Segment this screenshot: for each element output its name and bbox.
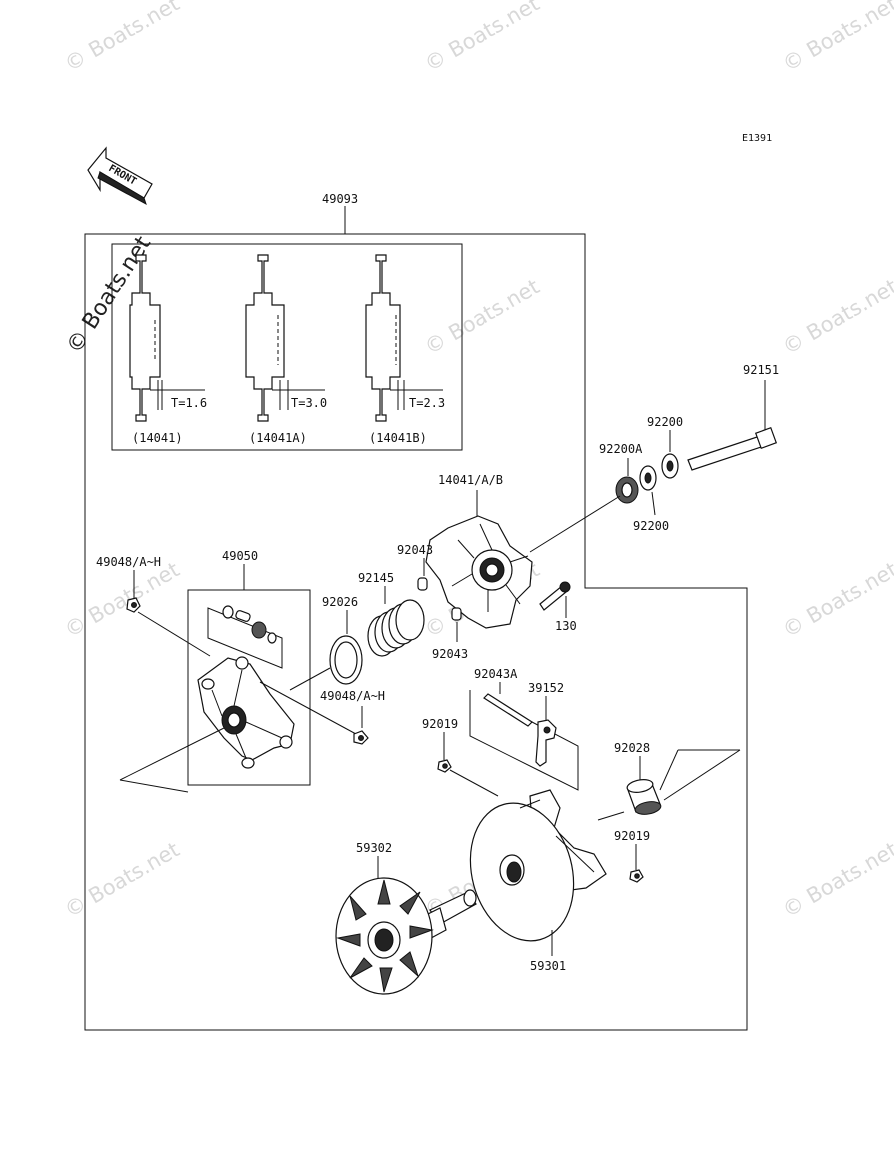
nut-49048-bottom: 49048/A~H bbox=[259, 681, 385, 745]
callout-92200a: 92200A bbox=[599, 442, 643, 456]
callout-92145: 92145 bbox=[358, 571, 394, 585]
callout-49093: 49093 bbox=[322, 192, 358, 206]
bolt-130: 130 bbox=[539, 581, 577, 633]
spider-14041ab: 14041/A/B bbox=[425, 473, 533, 629]
fixed-sheave-59302: 59302 bbox=[335, 841, 477, 995]
shim-inset-box bbox=[111, 243, 463, 451]
callout-49048-top: 49048/A~H bbox=[96, 555, 161, 569]
spring-92145: 92145 bbox=[358, 571, 425, 657]
callout-92200-top: 92200 bbox=[647, 415, 683, 429]
watermark-text: © Boats.net bbox=[421, 274, 544, 359]
nut-92019-left: 92019 bbox=[422, 717, 499, 797]
callout-92019-right: 92019 bbox=[614, 829, 650, 843]
shim-part-2: (14041A) bbox=[249, 431, 307, 445]
shim-profile-3: T=2.3 (14041B) bbox=[365, 254, 445, 445]
nut-92019-right: 92019 bbox=[614, 829, 650, 883]
callout-92028: 92028 bbox=[614, 741, 650, 755]
callout-92200-bottom: 92200 bbox=[633, 519, 669, 533]
bearing-92200a: 92200A bbox=[599, 442, 643, 504]
watermark-text: © Boats.net bbox=[61, 0, 184, 76]
washer-92200-top: 92200 bbox=[647, 415, 683, 479]
bolt-92151: 92151 bbox=[687, 363, 779, 471]
bushing-92028: 92028 bbox=[597, 741, 741, 821]
callout-59301: 59301 bbox=[530, 959, 566, 973]
callout-92043-top: 92043 bbox=[397, 543, 433, 557]
callout-92043-bottom: 92043 bbox=[432, 647, 468, 661]
callout-59302: 59302 bbox=[356, 841, 392, 855]
watermark-text: © Boats.net bbox=[779, 0, 894, 76]
washer-92200-bottom: 92200 bbox=[633, 465, 669, 533]
watermark-text: © Boats.net bbox=[61, 557, 184, 642]
watermark-text: © Boats.net bbox=[779, 557, 894, 642]
callout-49050: 49050 bbox=[222, 549, 258, 563]
shim-part-1: (14041) bbox=[132, 431, 183, 445]
callout-92151: 92151 bbox=[743, 363, 779, 377]
spider-assembly-49050: 49050 bbox=[119, 549, 311, 793]
watermark-text: © Boats.net bbox=[421, 0, 544, 76]
callout-14041ab: 14041/A/B bbox=[438, 473, 503, 487]
callout-39152: 39152 bbox=[528, 681, 564, 695]
shim-part-3: (14041B) bbox=[369, 431, 427, 445]
shaft-92043a: 92043A bbox=[469, 667, 579, 791]
watermark-text: © Boats.net bbox=[779, 837, 894, 922]
watermark-text: © Boats.net bbox=[61, 837, 184, 922]
diagram-code: E1391 bbox=[742, 133, 772, 144]
weight-39152: 39152 bbox=[528, 681, 564, 767]
assembly-outline bbox=[84, 233, 748, 1031]
shim-thickness-2: T=3.0 bbox=[291, 396, 327, 410]
shim-thickness-1: T=1.6 bbox=[171, 396, 207, 410]
callout-49048-bottom: 49048/A~H bbox=[320, 689, 385, 703]
shim-thickness-3: T=2.3 bbox=[409, 396, 445, 410]
watermark-text: © Boats.net bbox=[779, 274, 894, 359]
movable-sheave-59301: 59301 bbox=[469, 789, 607, 973]
pin-92043-bottom: 92043 bbox=[432, 607, 468, 661]
front-arrow-icon: FRONT bbox=[87, 146, 153, 206]
callout-92019-left: 92019 bbox=[422, 717, 458, 731]
callout-130: 130 bbox=[555, 619, 577, 633]
ring-92026: 92026 bbox=[322, 595, 363, 685]
pin-92043-top: 92043 bbox=[397, 543, 433, 591]
shim-profile-1: T=1.6 (14041) bbox=[129, 254, 207, 445]
nut-49048-top: 49048/A~H bbox=[96, 555, 211, 657]
shim-profile-2: T=3.0 (14041A) bbox=[245, 254, 327, 445]
callout-92026: 92026 bbox=[322, 595, 358, 609]
callout-92043a: 92043A bbox=[474, 667, 518, 681]
